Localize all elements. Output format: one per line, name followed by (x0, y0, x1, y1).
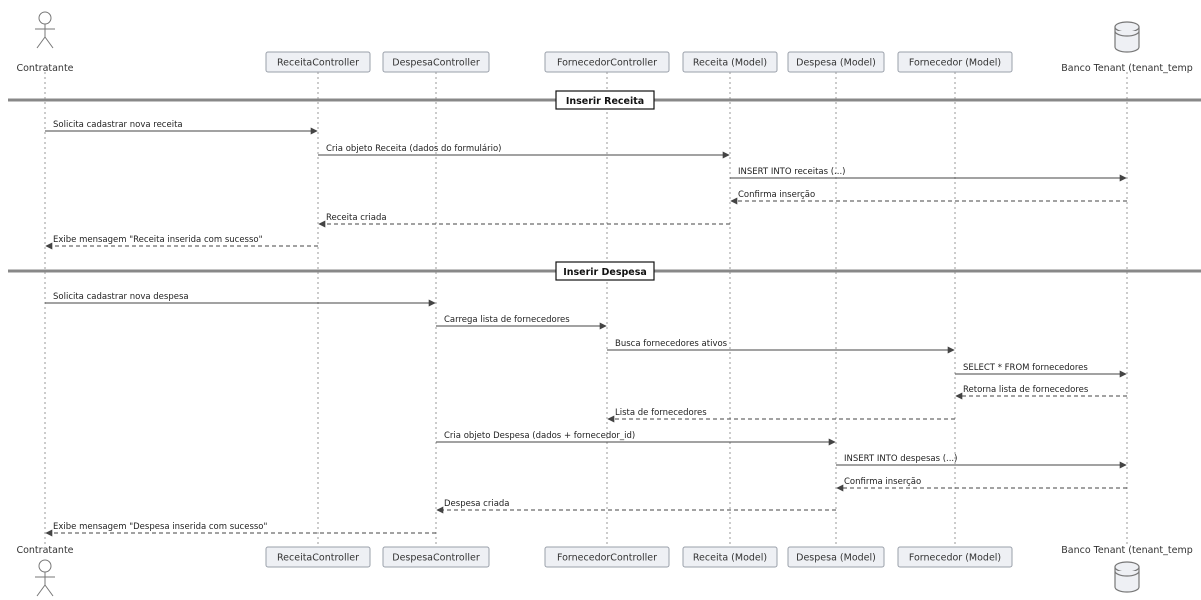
message-label: INSERT INTO receitas (...) (738, 167, 845, 177)
message-16: Despesa criada (436, 499, 836, 514)
message-6: Exibe mensagem "Receita inserida com suc… (45, 235, 318, 250)
message-17: Exibe mensagem "Despesa inserida com suc… (45, 522, 436, 537)
message-label: Retorna lista de fornecedores (963, 385, 1089, 395)
message-label: SELECT * FROM fornecedores (963, 363, 1088, 373)
participant-label: ReceitaController (277, 58, 359, 69)
message-4: Confirma inserção (730, 190, 1127, 205)
message-15: Confirma inserção (836, 477, 1127, 492)
group-separator: Inserir Despesa (8, 261, 1201, 281)
participant-box (787, 546, 885, 568)
message-8: Carrega lista de fornecedores (436, 315, 607, 330)
participant-box (382, 51, 490, 73)
participant-label: Receita (Model) (693, 553, 767, 564)
message-12: Lista de fornecedores (607, 408, 955, 423)
actor-contratante: Contratante (16, 11, 74, 74)
message-label: Confirma inserção (844, 477, 921, 487)
participant-box (544, 546, 670, 568)
message-label: Despesa criada (444, 499, 510, 509)
actor-label: Contratante (16, 545, 73, 556)
participant-despesa_model: Despesa (Model) (787, 546, 885, 568)
database-label: Banco Tenant (tenant_temp (1061, 545, 1193, 556)
message-9: Busca fornecedores ativos (607, 339, 955, 354)
message-label: Exibe mensagem "Receita inserida com suc… (53, 235, 263, 245)
participant-label: FornecedorController (557, 553, 657, 564)
database-banco: Banco Tenant (tenant_temp (1061, 545, 1193, 593)
participant-box (897, 546, 1013, 568)
participant-fornecedor_model: Fornecedor (Model) (897, 546, 1013, 568)
message-label: Solicita cadastrar nova despesa (53, 292, 189, 302)
group-separator: Inserir Receita (8, 90, 1201, 110)
participant-despesa_ctrl: DespesaController (382, 51, 490, 73)
database-icon (1114, 561, 1140, 593)
actor-figure-icon (35, 559, 55, 597)
message-label: Receita criada (326, 213, 387, 223)
participant-despesa_model: Despesa (Model) (787, 51, 885, 73)
message-7: Solicita cadastrar nova despesa (45, 292, 436, 307)
participant-box (544, 51, 670, 73)
message-label: Cria objeto Receita (dados do formulário… (326, 144, 501, 154)
group-label: Inserir Despesa (563, 267, 647, 278)
message-label: Exibe mensagem "Despesa inserida com suc… (53, 522, 268, 532)
participant-label: FornecedorController (557, 58, 657, 69)
participant-receita_ctrl: ReceitaController (265, 546, 371, 568)
message-14: INSERT INTO despesas (...) (836, 454, 1127, 469)
participant-box (265, 546, 371, 568)
actor-label: Contratante (16, 63, 73, 74)
database-icon (1114, 21, 1140, 53)
message-label: Carrega lista de fornecedores (444, 315, 570, 325)
participant-box (682, 51, 778, 73)
group-label-box (555, 261, 655, 281)
message-3: INSERT INTO receitas (...) (730, 167, 1127, 182)
group-label-box (555, 90, 655, 110)
participant-box (897, 51, 1013, 73)
message-2: Cria objeto Receita (dados do formulário… (318, 144, 730, 159)
message-13: Cria objeto Despesa (dados + fornecedor_… (436, 431, 836, 446)
message-5: Receita criada (318, 213, 730, 228)
message-label: Busca fornecedores ativos (615, 339, 728, 349)
participant-label: Fornecedor (Model) (909, 553, 1001, 564)
participant-fornecedor_ctrl: FornecedorController (544, 51, 670, 73)
message-11: Retorna lista de fornecedores (955, 385, 1127, 400)
participant-fornecedor_model: Fornecedor (Model) (897, 51, 1013, 73)
participant-label: Despesa (Model) (796, 58, 876, 69)
group-label: Inserir Receita (566, 96, 644, 107)
message-label: INSERT INTO despesas (...) (844, 454, 957, 464)
participant-label: ReceitaController (277, 553, 359, 564)
participant-receita_model: Receita (Model) (682, 51, 778, 73)
database-label: Banco Tenant (tenant_temp (1061, 63, 1193, 74)
participant-receita_model: Receita (Model) (682, 546, 778, 568)
message-label: Confirma inserção (738, 190, 815, 200)
participant-box (265, 51, 371, 73)
participant-label: Despesa (Model) (796, 553, 876, 564)
message-1: Solicita cadastrar nova receita (45, 120, 318, 135)
participant-box (787, 51, 885, 73)
message-label: Cria objeto Despesa (dados + fornecedor_… (444, 431, 635, 441)
participant-despesa_ctrl: DespesaController (382, 546, 490, 568)
participant-box (382, 546, 490, 568)
participant-label: Fornecedor (Model) (909, 58, 1001, 69)
database-banco: Banco Tenant (tenant_temp (1061, 21, 1193, 74)
actor-figure-icon (35, 11, 55, 49)
message-10: SELECT * FROM fornecedores (955, 363, 1127, 378)
participant-box (682, 546, 778, 568)
message-label: Solicita cadastrar nova receita (53, 120, 183, 130)
actor-contratante: Contratante (16, 545, 74, 597)
participant-receita_ctrl: ReceitaController (265, 51, 371, 73)
participant-label: Receita (Model) (693, 58, 767, 69)
participant-label: DespesaController (392, 553, 480, 564)
participant-label: DespesaController (392, 58, 480, 69)
message-label: Lista de fornecedores (615, 408, 707, 418)
participant-fornecedor_ctrl: FornecedorController (544, 546, 670, 568)
